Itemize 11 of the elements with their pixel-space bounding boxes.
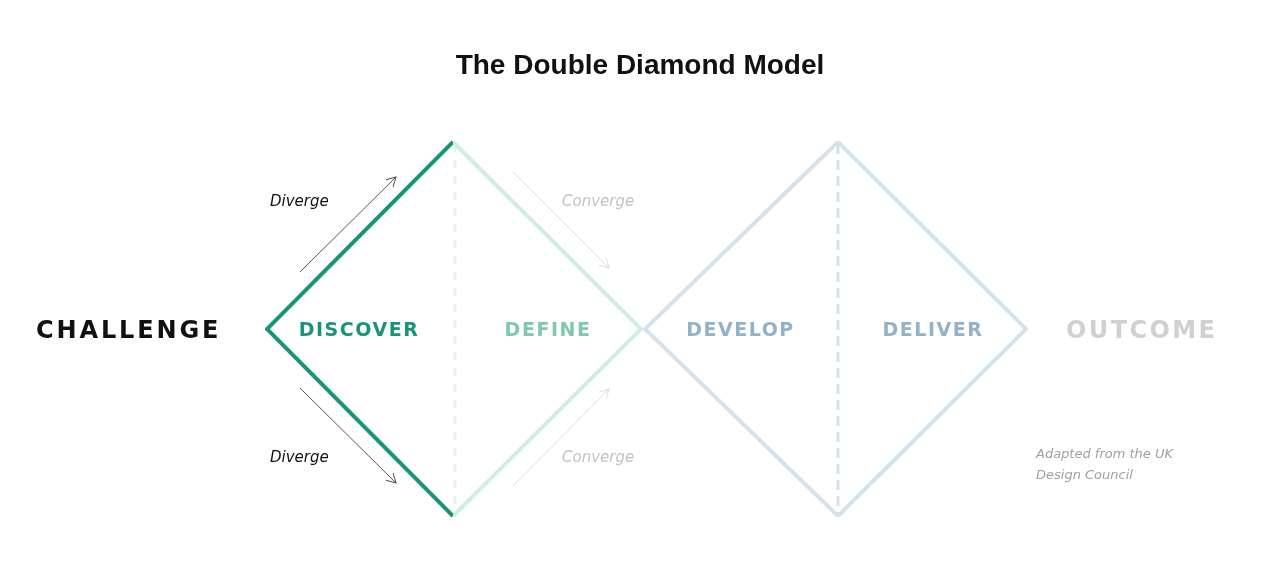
- phase-label: DELIVER: [882, 316, 984, 342]
- label-text: Diverge: [270, 191, 330, 212]
- phase-label: DISCOVER: [298, 316, 420, 342]
- label-text: Adapted from the UK Design Council: [1036, 445, 1175, 484]
- label-text: Converge: [562, 191, 636, 212]
- label-text: Converge: [562, 447, 636, 468]
- phase-label: DEFINE: [504, 316, 592, 342]
- phase-label: DEVELOP: [686, 316, 795, 342]
- label-text: CHALLENGE: [36, 315, 223, 346]
- label-text: Diverge: [270, 447, 330, 468]
- title: The Double Diamond Model: [454, 48, 826, 82]
